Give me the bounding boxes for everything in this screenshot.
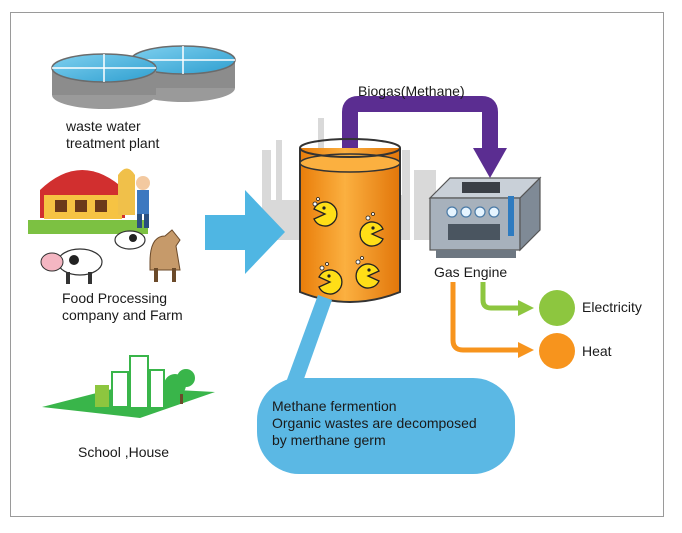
fermentation-note-line3: by merthane germ: [272, 432, 386, 448]
fermentation-bubble: [257, 295, 515, 474]
biogas-label: Biogas(Methane): [358, 83, 465, 99]
farm-icon: [28, 168, 181, 284]
farm-label-line1: Food Processing: [62, 290, 168, 306]
farm-label-line2: company and Farm: [62, 307, 183, 323]
intake-arrow: [205, 190, 285, 274]
fermentation-note-line1: Methane fermention: [272, 398, 397, 414]
germ: [359, 221, 384, 247]
heat-label: Heat: [582, 343, 612, 359]
heat-arrow: [450, 282, 520, 353]
wastewater-label-line1: waste water: [66, 118, 141, 134]
school-house-icon: [42, 355, 215, 418]
school-label: School ,House: [78, 444, 170, 460]
germ: [313, 201, 338, 227]
methane-germs: [312, 197, 384, 295]
heat-node: [539, 333, 575, 369]
electricity-arrow: [480, 282, 520, 311]
biogas-arrowhead: [473, 148, 507, 178]
gas-engine-label: Gas Engine: [434, 264, 508, 280]
fermentation-tank: [299, 138, 401, 303]
wastewater-plant-icon: [51, 45, 236, 109]
wastewater-label-line2: treatment plant: [66, 135, 160, 151]
fermentation-note-line2: Organic wastes are decomposed: [272, 415, 477, 431]
gas-engine-icon: [428, 176, 542, 258]
germ: [355, 263, 380, 289]
fermentation-note: Methane fermention Organic wastes are de…: [272, 398, 477, 449]
electricity-label: Electricity: [582, 299, 642, 315]
electricity-node: [539, 290, 575, 326]
biogas-pipe: [342, 96, 498, 150]
germ: [318, 269, 343, 295]
